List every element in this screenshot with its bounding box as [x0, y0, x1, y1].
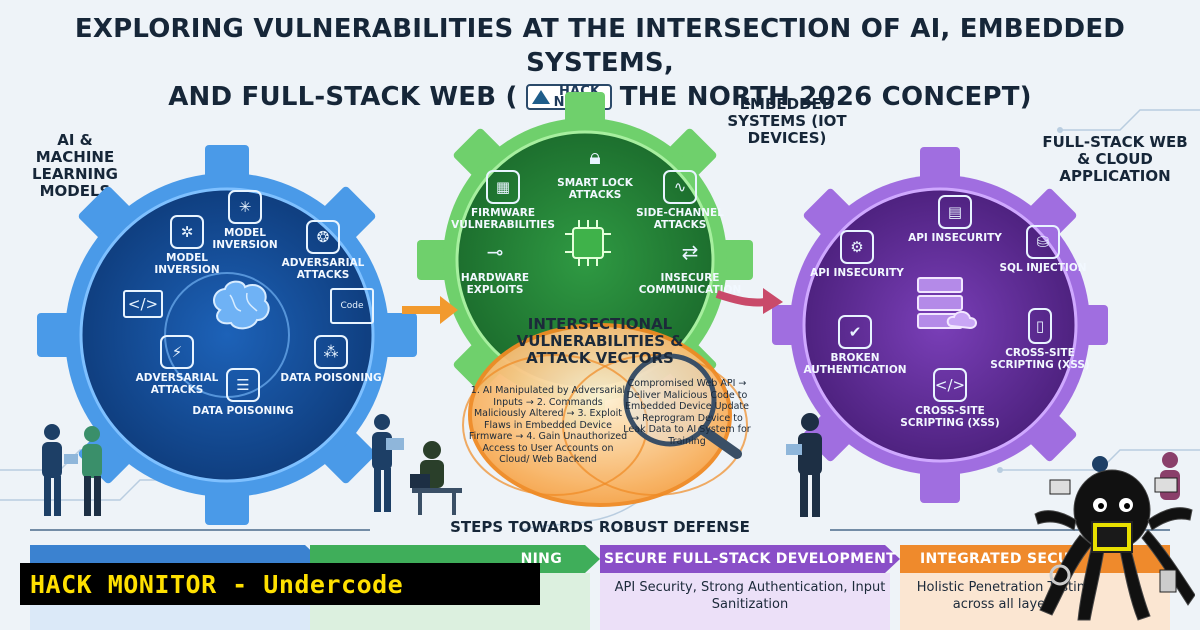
server-stack-icon [910, 270, 980, 340]
title-line-2-pre: AND FULL-STACK WEB ( [168, 82, 518, 112]
database-search-icon: ⛁ [1026, 225, 1060, 259]
banner-text: HACK MONITOR - Undercode [30, 569, 404, 599]
shield-check-icon: ✔ [838, 315, 872, 349]
header: EXPLORING VULNERABILITIES AT THE INTERSE… [0, 12, 1200, 114]
person-right [786, 413, 822, 517]
code-window-icon: </> [123, 290, 163, 318]
hack-monitor-banner: HACK MONITOR - Undercode [20, 563, 540, 605]
web-node-broken-auth: ✔ BROKEN AUTHENTICATION [800, 315, 910, 376]
ai-code-panel: Code [322, 288, 382, 327]
web-node-label: SQL INJECTION [999, 262, 1087, 274]
ai-node-label: ADVERSARIAL ATTACKS [281, 257, 365, 281]
venn-title: INTERSECTIONAL VULNERABILITIES & ATTACK … [516, 315, 684, 367]
embedded-node-hardware: ⊸ HARDWARE EXPLOITS [440, 235, 550, 296]
ai-node-label: ADVERSARIAL ATTACKS [135, 372, 219, 396]
embedded-node-insecure-comm: ⇄ INSECURE COMMUNICATION [635, 235, 745, 296]
mobile-device-icon: ▯ [1028, 308, 1052, 344]
ai-node-label: DATA POISONING [192, 405, 294, 417]
web-node-label: BROKEN AUTHENTICATION [803, 352, 907, 376]
defense-step-heading: INTEGRATED SECU [920, 551, 1070, 567]
signal-chip-icon: ∿ [663, 170, 697, 204]
ai-code-window: </> [118, 290, 168, 321]
brain-outline-icon: ❂ [306, 220, 340, 254]
brain-icon [205, 275, 275, 335]
embedded-gear-label: EMBEDDED SYSTEMS (IOT DEVICES) [727, 95, 847, 147]
swap-arrows-icon: ⇄ [681, 240, 699, 264]
web-node-sql: ⛁ SQL INJECTION [988, 225, 1098, 274]
ai-node-adversarial-bottom: ⚡ ADVERSARIAL ATTACKS [122, 335, 232, 396]
embedded-node-smart-lock: 🔒︎ SMART LOCK ATTACKS [540, 140, 650, 202]
web-gear-shape [772, 147, 1108, 503]
mountain-icon [531, 90, 550, 104]
title-line-1: EXPLORING VULNERABILITIES AT THE INTERSE… [74, 14, 1126, 78]
embedded-node-side-channel: ∿ SIDE-CHANNEL ATTACKS [625, 170, 735, 231]
ai-node-model-inversion-top: ✳ MODEL INVERSION [190, 190, 300, 251]
venn-diagram [462, 323, 748, 507]
web-node-api-left: ⚙ API INSECURITY [802, 230, 912, 279]
defense-step-heading: SECURE FULL-STACK DEVELOPMENT [603, 551, 897, 567]
database-icon: ☰ [226, 368, 260, 402]
flow-arrow-embedded-to-web [715, 288, 783, 314]
web-node-xss-bottom: </> CROSS-SITE SCRIPTING (XSS) [895, 368, 1005, 429]
ai-node-adversarial-top: ❂ ADVERSARIAL ATTACKS [268, 220, 378, 281]
neural-net-icon: ✳ [228, 190, 262, 224]
web-node-api-top: ▤ API INSECURITY [900, 195, 1010, 244]
circuit-chip-icon [563, 218, 613, 268]
defense-step-4: INTEGRATED SECU Holistic Penetration Tes… [900, 545, 1170, 630]
web-node-label: API INSECURITY [908, 232, 1002, 244]
octopus-mascot-logo [1030, 450, 1196, 625]
embedded-node-label: SIDE-CHANNEL ATTACKS [636, 207, 724, 231]
ai-node-label: DATA POISONING [280, 372, 382, 384]
web-gear-label: FULL-STACK WEB & CLOUD APPLICATION [1042, 133, 1188, 185]
web-node-xss-right: ▯ CROSS-SITE SCRIPTING (XSS) [985, 308, 1095, 371]
magnifier-icon [623, 353, 742, 459]
title-line-2-post: THE NORTH 2026 CONCEPT) [619, 82, 1032, 112]
web-node-label: API INSECURITY [810, 267, 904, 279]
ai-node-data-poisoning-bottom: ☰ DATA POISONING [188, 368, 298, 417]
ai-node-label: MODEL INVERSION [154, 252, 220, 276]
code-window-icon: </> [933, 368, 967, 402]
nodes-icon: ⁂ [314, 335, 348, 369]
venn-right-text: Compromised Web API → Deliver Malicious … [623, 378, 751, 447]
code-panel-icon: Code [330, 288, 374, 324]
usb-plug-icon: ⊸ [486, 240, 504, 264]
embedded-node-firmware: ▦ FIRMWARE VULNERABILITIES [448, 170, 558, 231]
defense-divider [30, 529, 1170, 531]
embedded-node-label: SMART LOCK ATTACKS [557, 177, 633, 201]
web-node-label: CROSS-SITE SCRIPTING (XSS) [990, 347, 1090, 371]
embedded-node-label: HARDWARE EXPLOITS [460, 272, 530, 296]
embedded-node-label: INSECURE COMMUNICATION [638, 272, 742, 296]
people-group-center [372, 414, 462, 515]
lock-icon: 🔒︎ [589, 144, 601, 170]
people-group-left [42, 424, 102, 516]
defense-step-body: API Security, Strong Authentication, Inp… [614, 580, 886, 612]
web-gear [770, 140, 1110, 510]
api-gear-icon: ⚙ [840, 230, 874, 264]
embedded-node-label: FIRMWARE VULNERABILITIES [451, 207, 555, 231]
server-shield-icon: ▤ [938, 195, 972, 229]
ai-node-label: MODEL INVERSION [212, 227, 278, 251]
web-node-label: CROSS-SITE SCRIPTING (XSS) [900, 405, 1000, 429]
venn-left-text: 1. AI Manipulated by Adversarial Inputs … [468, 385, 628, 465]
defense-title: STEPS TOWARDS ROBUST DEFENSE [450, 518, 750, 536]
octopus-icon [1034, 469, 1196, 621]
shield-crack-icon: ⚡ [160, 335, 194, 369]
ai-gear-label: AI & MACHINE LEARNING MODELS [32, 131, 118, 200]
ai-node-data-poisoning-right: ⁂ DATA POISONING [276, 335, 386, 384]
network-icon: ✲ [170, 215, 204, 249]
ai-node-model-inversion-left: ✲ MODEL INVERSION [132, 215, 242, 276]
chip-icon: ▦ [486, 170, 520, 204]
defense-step-3: SECURE FULL-STACK DEVELOPMENT API Securi… [600, 545, 900, 630]
flow-arrow-ai-to-embedded [402, 296, 458, 324]
